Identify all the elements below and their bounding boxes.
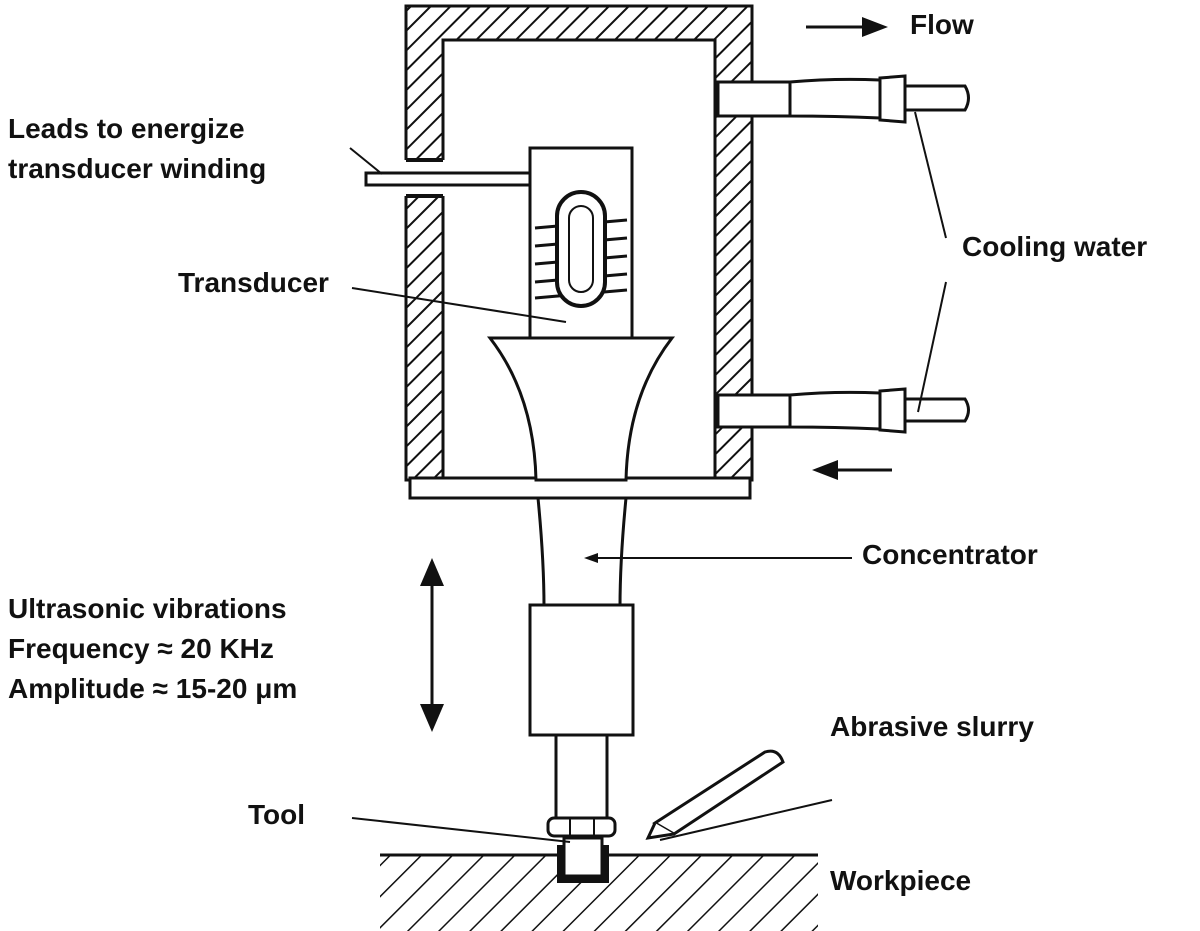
- leader-tool: [351, 817, 571, 843]
- leader-leads: [349, 147, 383, 175]
- flow-label: Flow: [910, 9, 974, 40]
- flow-arrow-out: [806, 17, 888, 37]
- tool-shank: [554, 733, 609, 822]
- leader-transducer: [351, 287, 567, 323]
- leader-lines: [349, 111, 947, 843]
- transducer: [528, 146, 634, 340]
- cooling-water-label: Cooling water: [962, 231, 1147, 262]
- flow-arrow-in: [812, 460, 892, 480]
- workpiece-label: Workpiece: [830, 865, 971, 896]
- concentrator: [536, 496, 628, 609]
- leads-label-line2: transducer winding: [8, 153, 266, 184]
- abrasive-slurry-label: Abrasive slurry: [830, 711, 1034, 742]
- workpiece: [380, 836, 818, 931]
- tool-nut: [546, 816, 617, 838]
- leader-cooling-top: [914, 111, 947, 239]
- transducer-leads: [364, 171, 532, 187]
- tool-holder: [528, 603, 635, 737]
- vibrations-label-line2: Frequency ≈ 20 KHz: [8, 633, 274, 664]
- leader-slurry: [659, 799, 833, 841]
- horn: [486, 336, 676, 482]
- transducer-label: Transducer: [178, 267, 329, 298]
- vibrations-label-line1: Ultrasonic vibrations: [8, 593, 287, 624]
- leader-cooling-bottom: [917, 281, 947, 413]
- cooling-pipe-bottom: [716, 387, 970, 434]
- tool-label: Tool: [248, 799, 305, 830]
- cooling-pipe-top: [716, 74, 970, 124]
- slurry-nozzle: [645, 749, 785, 840]
- vibration-arrow: [420, 558, 444, 732]
- leads-label-line1: Leads to energize: [8, 113, 245, 144]
- vibrations-label-line3: Amplitude ≈ 15-20 μm: [8, 673, 297, 704]
- concentrator-label: Concentrator: [862, 539, 1038, 570]
